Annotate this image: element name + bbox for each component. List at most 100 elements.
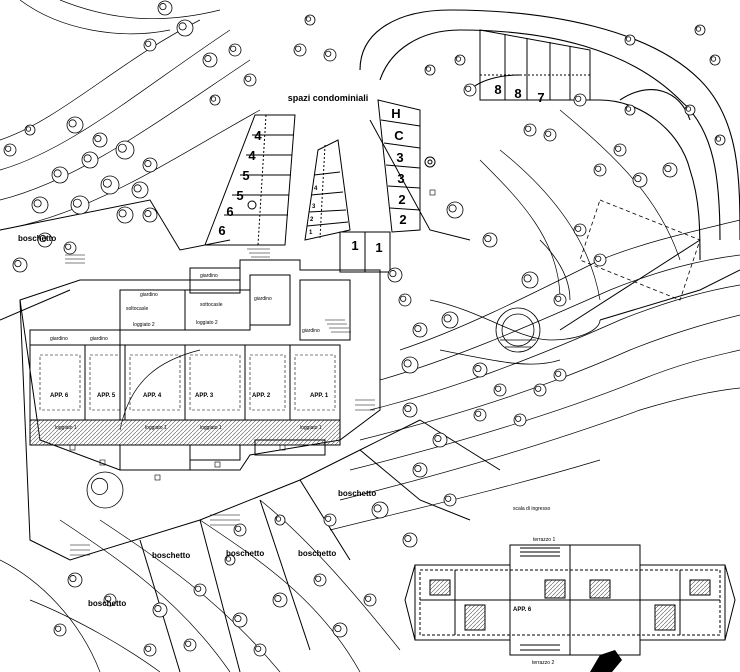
tree-icon-detail [144, 160, 152, 168]
tree-icon-detail [195, 585, 202, 592]
wood-label: boschetto [18, 234, 56, 243]
loggia-label: loggiato 1 [145, 425, 167, 431]
tree-icon-detail [102, 178, 112, 188]
tree-icon-detail [555, 370, 562, 377]
tree-icon [232, 612, 248, 628]
tree-icon [67, 572, 83, 588]
parking-number: 6 [218, 223, 225, 238]
tree-icon [157, 0, 173, 16]
tree-icon [401, 356, 419, 374]
tree-icon [454, 54, 466, 66]
tree-icon [694, 24, 706, 36]
tree-icon [402, 532, 418, 548]
garden-label: giardino [90, 336, 108, 342]
tree-icon-detail [414, 325, 422, 333]
parking-number: 1 [351, 238, 358, 253]
tree-icon [209, 94, 221, 106]
tree-icon [66, 116, 84, 134]
garden-paths [429, 199, 701, 365]
parking-number: 3 [397, 171, 404, 186]
loggia-label: loggiato 1 [200, 425, 222, 431]
parking-left-numbers: 4 4 5 5 6 6 [218, 128, 262, 238]
parking-number: 2 [310, 217, 314, 223]
wood-labels: boschetto boschetto boschetto boschetto … [18, 234, 376, 608]
garden-label: giardino [254, 296, 272, 302]
tree-icon-detail [72, 198, 82, 208]
tree-icon [274, 514, 286, 526]
tree-icon [92, 132, 108, 148]
tree-icon [115, 140, 135, 160]
tree-icon-detail [575, 225, 582, 232]
parking-number: 4 [248, 148, 256, 163]
tree-icon-detail [695, 26, 702, 32]
tree-icon [304, 14, 316, 26]
tree-icon-detail [373, 504, 382, 513]
parking-right-numbers: H C 3 3 2 2 [391, 106, 406, 227]
tree-icon-detail [615, 145, 622, 152]
tree-icon [593, 253, 607, 267]
parking-number: 4 [254, 128, 262, 143]
parking-left [204, 114, 296, 246]
tree-icon [131, 181, 149, 199]
tree-icon-detail [234, 615, 242, 623]
tree-icon-detail [225, 556, 232, 562]
tree-icon-detail [145, 645, 152, 652]
tree-icon-detail [625, 106, 632, 112]
tree-icon-detail [94, 135, 102, 143]
tree-icon-detail [448, 204, 457, 213]
detail-plan-labels: scala di ingresso terrazzo 1 terrazzo 2 … [513, 506, 555, 666]
tree-icon [323, 513, 337, 527]
tree-icon-detail [523, 274, 532, 283]
access-road [359, 9, 740, 261]
tree-icon-detail [245, 75, 252, 82]
tree-icon-detail [178, 22, 187, 31]
tree-icon-detail [685, 106, 692, 112]
tree-icon [521, 271, 539, 289]
tree-icon [624, 34, 636, 46]
loggia-label: loggiato 1 [300, 425, 322, 431]
common-areas-label: spazi condominiali [288, 93, 369, 103]
parking-bottom [339, 231, 391, 273]
tree-icon-detail [185, 640, 192, 647]
tree-icon-detail [154, 605, 162, 613]
tree-icon [100, 175, 120, 195]
tree-icon [493, 383, 507, 397]
tree-icon [53, 623, 67, 637]
parking-number: 6 [226, 204, 233, 219]
tree-icon [176, 19, 194, 37]
tree-icon-detail [535, 385, 542, 392]
tree-icon-detail [545, 130, 552, 137]
tree-icon-detail [325, 515, 332, 522]
tree-icon-detail [144, 210, 152, 218]
tree-icon-detail [595, 165, 602, 172]
tree-icon-detail [14, 260, 22, 268]
tree-icon-detail [235, 525, 242, 532]
tree-icon-detail [484, 235, 492, 243]
tree-icon [3, 143, 17, 157]
tree-icon-detail [118, 209, 127, 218]
tree-icon-detail [365, 595, 372, 602]
tree-icon [412, 322, 428, 338]
tree-icon-detail [325, 50, 332, 57]
stairs-label: scala di ingresso [513, 506, 550, 512]
parking-top-numbers: 8 8 7 7 [494, 82, 584, 109]
tree-icon-detail [625, 36, 632, 42]
tree-icon [363, 593, 377, 607]
stairs [65, 244, 375, 556]
tree-icon [81, 151, 99, 169]
tree-icon [228, 43, 242, 57]
tree-icon [63, 241, 77, 255]
tree-icon-detail [159, 3, 167, 11]
tree-icon [402, 402, 418, 418]
apartment-label: APP. 5 [97, 393, 116, 399]
tree-icon [472, 362, 488, 378]
tree-icon-detail [715, 136, 722, 142]
interior-walls [39, 354, 336, 411]
tree-icon-detail [434, 435, 442, 443]
tree-icon [662, 162, 678, 178]
tree-icon [293, 43, 307, 57]
tree-icon [553, 293, 567, 307]
tree-icon-detail [334, 625, 342, 633]
tree-icon [573, 223, 587, 237]
